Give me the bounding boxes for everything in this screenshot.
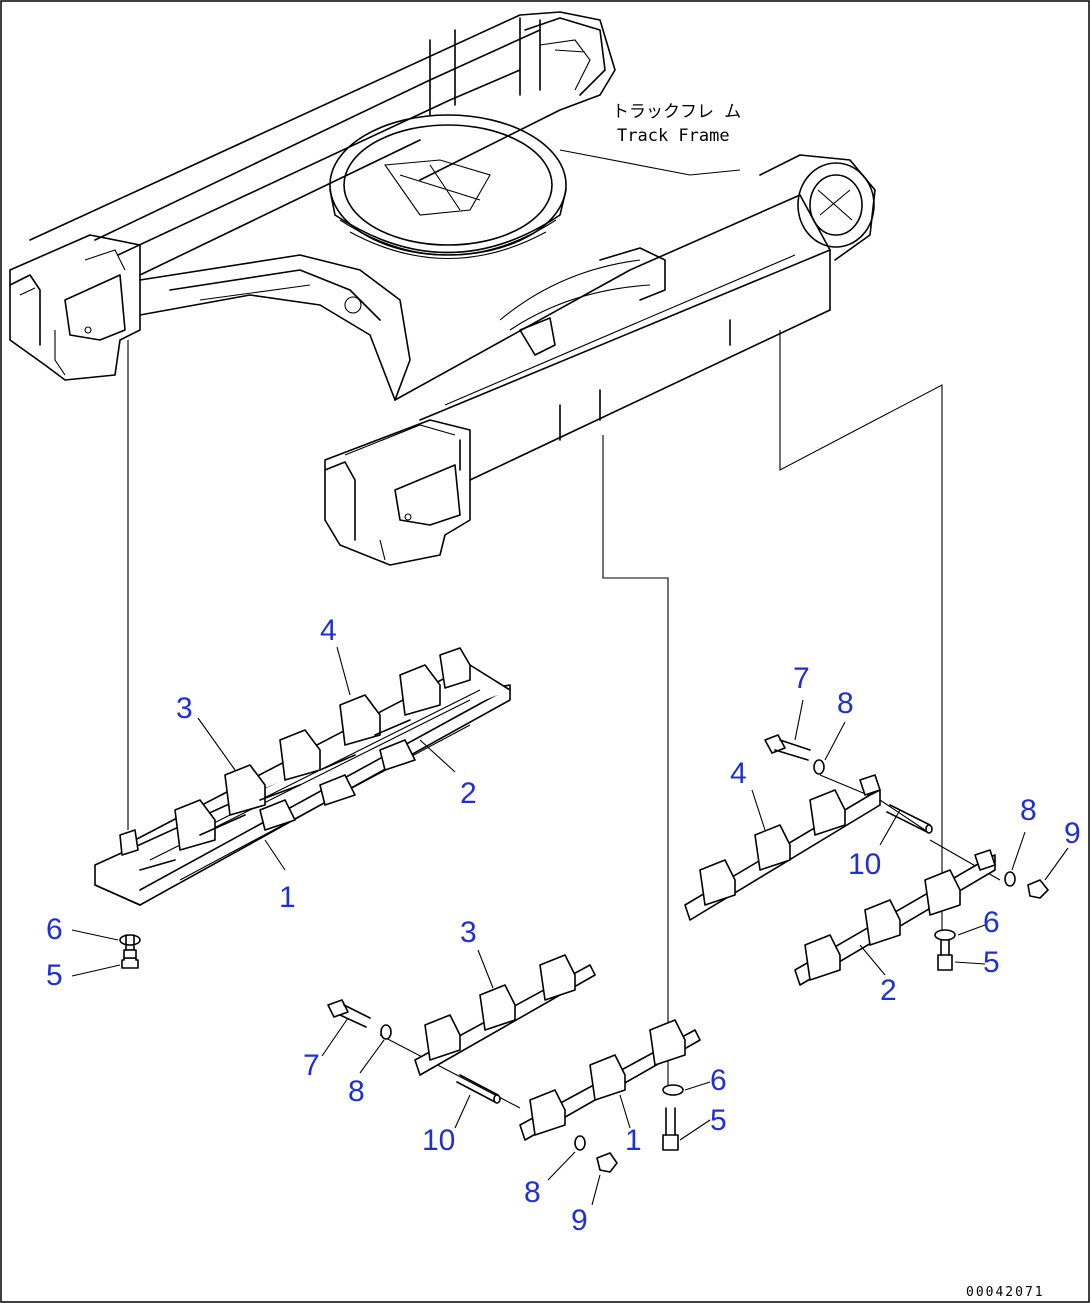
- track-frame-drawing: [9, 11, 876, 566]
- callouts: 4 3 2 1 6 5 7 8 4 10 8 9 6 5 2 3 7 8 10 …: [46, 614, 1081, 1237]
- washer-8-right-side: [1004, 871, 1016, 887]
- callout-10-right: 10: [848, 848, 881, 881]
- hardware-parts: [119, 734, 1049, 1173]
- guard-mid-lower: [519, 1019, 701, 1141]
- frame-label-jp: トラックフレ ム: [612, 102, 741, 122]
- bolt-right: [937, 954, 953, 971]
- callout-2-left: 2: [460, 777, 477, 810]
- guard-right-lower: [794, 849, 996, 986]
- washer-right: [934, 929, 956, 941]
- callout-6-left: 6: [46, 913, 63, 946]
- washer-8-mid: [380, 1024, 392, 1040]
- callout-5-left: 5: [46, 959, 63, 992]
- nut-9-bottom: [596, 1152, 618, 1173]
- callout-1-mid: 1: [625, 1124, 642, 1157]
- callout-3-mid: 3: [460, 916, 477, 949]
- callout-6-right: 6: [983, 906, 1000, 939]
- pin-10-right: [886, 804, 931, 833]
- callout-4-right: 4: [730, 757, 747, 790]
- guard-mid-upper: [414, 954, 596, 1076]
- callout-3-top: 3: [176, 692, 193, 725]
- callout-9-bottom: 9: [571, 1204, 588, 1237]
- frame-label-leader: [559, 149, 741, 176]
- callout-1-left: 1: [279, 881, 296, 914]
- washer-8-right-top: [813, 759, 825, 775]
- bolt-7-mid: [327, 999, 349, 1018]
- callout-leaders: [71, 646, 1069, 1206]
- nut-9-right: [1027, 879, 1049, 899]
- callout-8-mid: 8: [348, 1075, 365, 1108]
- bolt-mid: [662, 1134, 679, 1151]
- callout-5-mid: 5: [710, 1104, 727, 1137]
- callout-10-mid: 10: [422, 1124, 455, 1157]
- callout-4-top: 4: [320, 614, 337, 647]
- washer-mid: [662, 1084, 684, 1096]
- callout-6-mid: 6: [710, 1064, 727, 1097]
- pin-10-mid: [456, 1074, 499, 1103]
- callout-2-right: 2: [880, 974, 897, 1007]
- callout-8-bottom: 8: [524, 1176, 541, 1209]
- guard-right-upper: [684, 774, 881, 921]
- callout-7-right: 7: [793, 662, 810, 695]
- callout-5-right: 5: [983, 946, 1000, 979]
- guard-assembly-left: [94, 647, 511, 906]
- callout-8-right-side: 8: [1020, 794, 1037, 827]
- document-number: 00042071: [966, 1285, 1045, 1300]
- callout-8-right-top: 8: [837, 687, 854, 720]
- frame-label-en: Track Frame: [617, 126, 730, 146]
- callout-7-mid: 7: [303, 1049, 320, 1082]
- washer-8-bottom: [574, 1135, 586, 1151]
- callout-9-right: 9: [1064, 817, 1081, 850]
- washer-left: [119, 934, 141, 946]
